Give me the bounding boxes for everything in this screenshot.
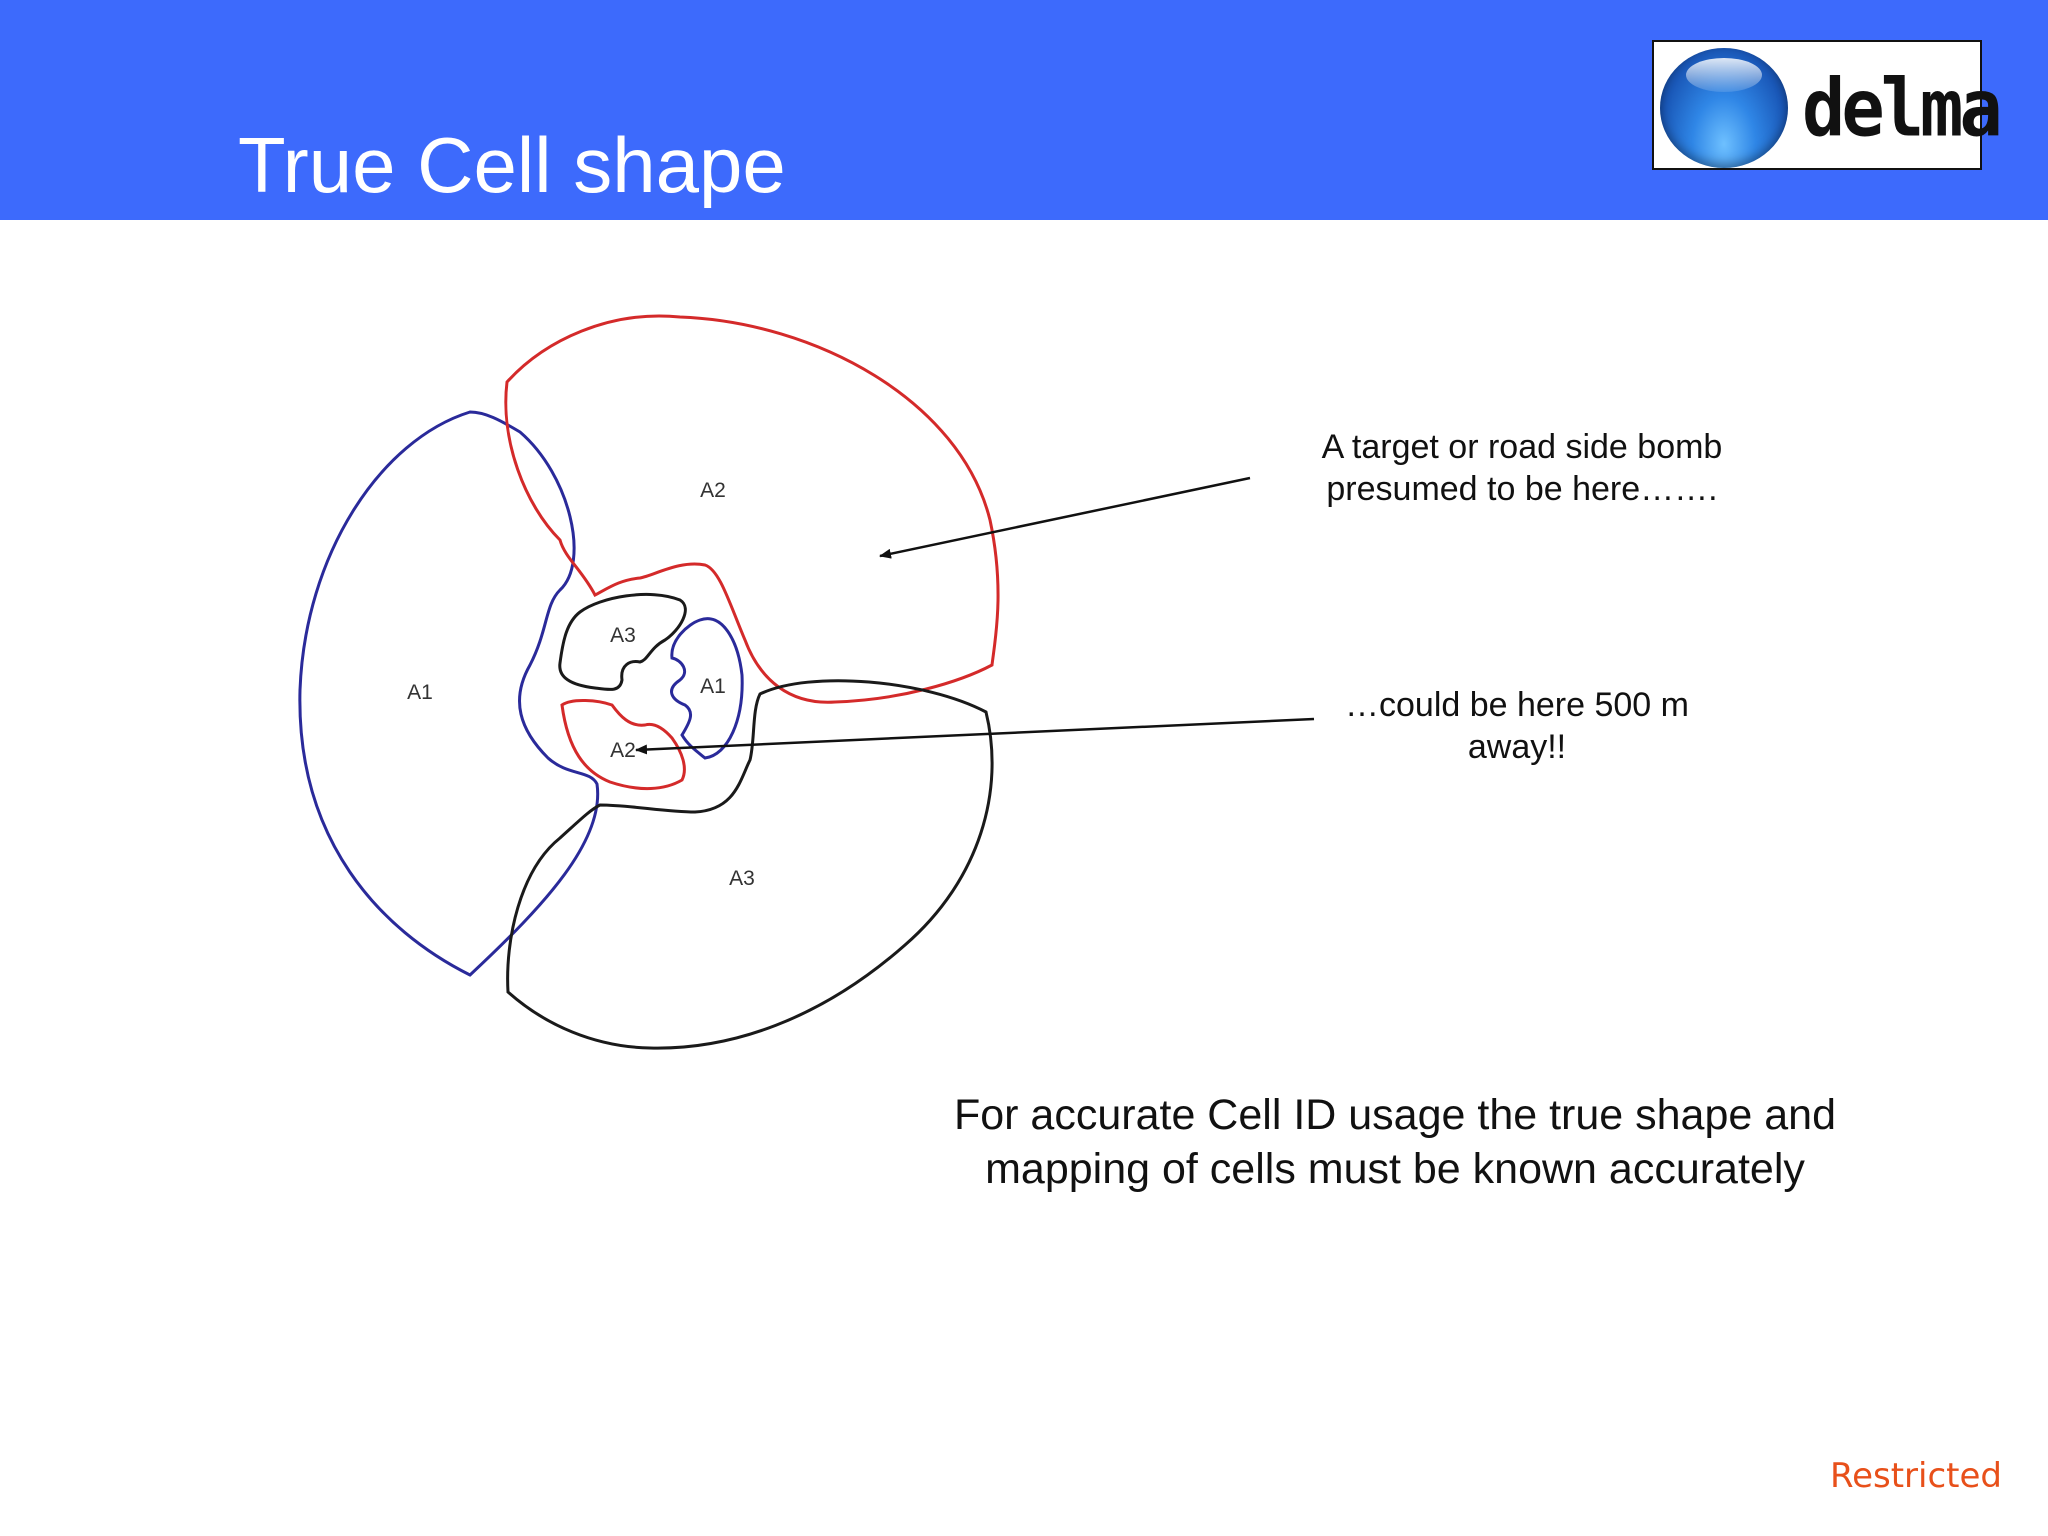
- conclusion-text: For accurate Cell ID usage the true shap…: [953, 1091, 1836, 1193]
- cell-label-outer-a2: A2: [700, 479, 726, 502]
- arrow-to-actual-location: [635, 717, 1315, 755]
- cell-label-inner-a2: A2: [610, 739, 636, 762]
- logo-text: delma: [1802, 62, 2003, 155]
- cell-outline-outer-a3: [506, 679, 994, 1050]
- cell-outline-inner-a2: [560, 699, 686, 791]
- annotation-actual-location: …could be here 500 m away!!: [1345, 686, 1689, 766]
- cell-label-inner-a3: A3: [610, 624, 636, 647]
- delma-logo: delma: [1652, 40, 2003, 170]
- cell-outline-inner-a1: [670, 617, 744, 760]
- cell-outline-outer-a1: [298, 410, 600, 977]
- arrow-to-presumed-location: [879, 476, 1251, 559]
- classification-label: Restricted: [1829, 1456, 2002, 1496]
- cell-label-inner-a1: A1: [700, 675, 726, 698]
- cell-outline-outer-a2: [504, 314, 1000, 704]
- page-title: True Cell shape: [238, 121, 786, 209]
- annotation-presumed-location: A target or road side bomb presumed to b…: [1321, 428, 1723, 508]
- cell-label-outer-a3: A3: [729, 867, 755, 890]
- logo-orb-icon: [1660, 48, 1788, 168]
- cell-outline-inner-a3: [558, 593, 687, 692]
- cell-label-outer-a1: A1: [407, 681, 433, 704]
